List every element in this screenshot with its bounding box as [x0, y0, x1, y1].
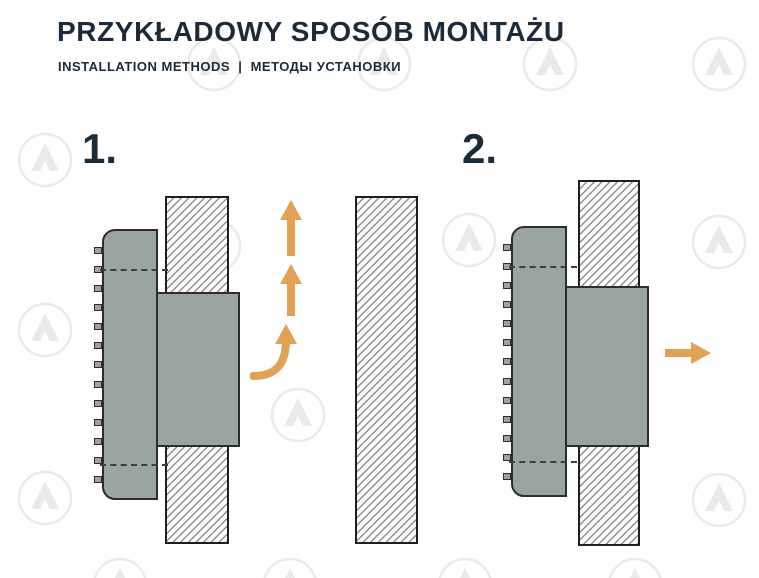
centerline-top: [509, 266, 577, 268]
device-fins: [94, 247, 102, 483]
fin-tooth: [503, 434, 511, 442]
fin-tooth: [503, 282, 511, 290]
fin-tooth: [503, 472, 511, 480]
page-title: PRZYKŁADOWY SPOSÓB MONTAŻU: [57, 16, 565, 47]
fin-tooth: [503, 415, 511, 423]
centerline-bottom: [100, 464, 168, 466]
fin-tooth: [503, 244, 511, 251]
fin-tooth: [94, 304, 102, 312]
figure-1-label: 1.: [82, 125, 118, 172]
fin-tooth: [94, 247, 102, 254]
fin-tooth: [503, 301, 511, 309]
figure-2-label: 2.: [462, 125, 498, 172]
fin-tooth: [94, 456, 102, 464]
arrow-curved-up-icon: [250, 324, 297, 380]
arrow-right-icon: [665, 342, 711, 364]
fin-tooth: [94, 475, 102, 483]
fin-tooth: [94, 437, 102, 445]
fin-tooth: [94, 285, 102, 293]
centerline-bottom: [509, 461, 577, 463]
fin-tooth: [94, 323, 102, 331]
fin-tooth: [94, 418, 102, 426]
arrow-up-icon: [280, 200, 302, 256]
device-flange-through-wall: [565, 286, 649, 447]
fin-tooth: [94, 380, 102, 388]
fin-tooth: [503, 377, 511, 385]
device-flange-through-wall: [156, 292, 240, 447]
fin-tooth: [503, 320, 511, 328]
fin-tooth: [94, 361, 102, 369]
fin-tooth: [503, 339, 511, 347]
device-fins: [503, 244, 511, 480]
figure-installation-method-1: 1.: [80, 125, 425, 550]
fin-tooth: [94, 342, 102, 350]
device-body: [102, 229, 158, 500]
arrow-up-icon: [280, 264, 302, 316]
fin-tooth: [503, 358, 511, 366]
fin-tooth: [503, 396, 511, 404]
fin-tooth: [503, 453, 511, 461]
figure-installation-method-2: 2.: [460, 125, 722, 550]
centerline-top: [100, 269, 168, 271]
wall-right-hatched: [355, 196, 418, 544]
fin-tooth: [94, 399, 102, 407]
page-subtitle: INSTALLATION METHODS | МЕТОДЫ УСТАНОВКИ: [58, 59, 402, 74]
